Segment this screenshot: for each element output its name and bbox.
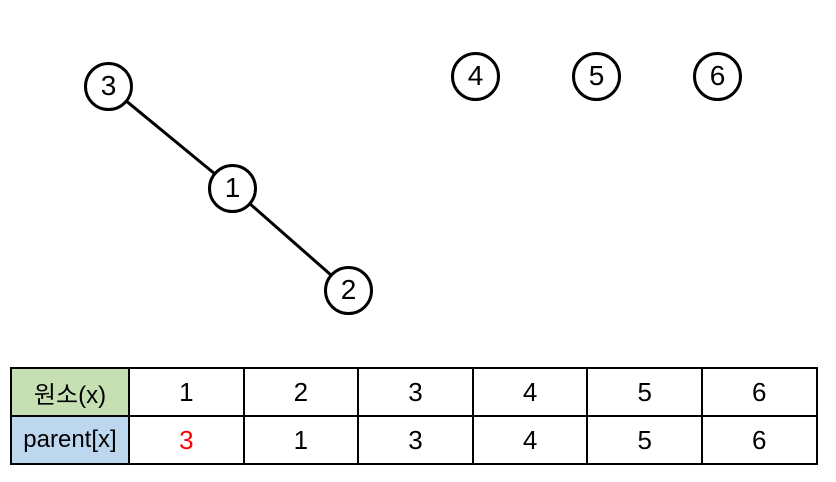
element-cell-3: 3 [357,367,474,417]
tree-node-2: 2 [324,266,373,315]
edge-1-2 [231,186,349,292]
tree-node-1: 1 [208,164,257,213]
parent-cell-1-highlighted: 3 [128,415,245,465]
parent-array-table: 원소(x) 1 2 3 4 5 6 parent[x] 3 1 3 4 5 6 [10,367,818,465]
tree-node-3: 3 [84,62,133,111]
tree-node-2-label: 2 [340,273,357,305]
tree-node-1-label: 1 [224,171,241,203]
tree-node-3-label: 3 [100,69,117,101]
element-cell-1: 1 [128,367,245,417]
element-cell-6: 6 [700,367,818,417]
parent-row: parent[x] 3 1 3 4 5 6 [10,415,818,465]
tree-node-6: 6 [693,52,742,101]
parent-cell-4: 4 [471,415,589,465]
tree-node-4-label: 4 [467,59,484,91]
tree-node-5-label: 5 [588,59,605,91]
edge-3-1 [107,84,233,190]
element-row-header: 원소(x) [10,367,130,417]
tree-node-5: 5 [572,52,621,101]
parent-cell-6: 6 [700,415,818,465]
element-cell-4: 4 [471,367,589,417]
parent-cell-5: 5 [586,415,703,465]
element-cell-5: 5 [586,367,703,417]
element-row: 원소(x) 1 2 3 4 5 6 [10,367,818,417]
element-cell-2: 2 [242,367,360,417]
parent-row-header: parent[x] [10,415,130,465]
tree-node-4: 4 [451,52,500,101]
parent-cell-2: 1 [242,415,360,465]
tree-node-6-label: 6 [709,59,726,91]
parent-cell-3: 3 [357,415,474,465]
